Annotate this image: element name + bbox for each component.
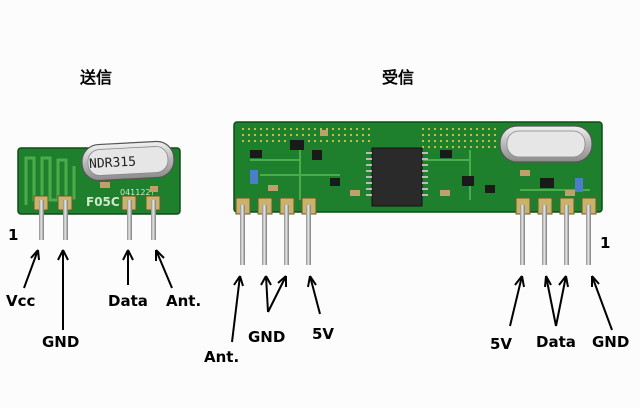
rx-pin-gnd-1	[262, 205, 267, 265]
tx-label-gnd: GND	[42, 333, 80, 351]
rx-pin-gnd-right	[586, 205, 591, 265]
arrow-rx-5v-right	[509, 275, 523, 327]
arrow-rx-ant	[231, 275, 241, 343]
arrow-tx-ant	[155, 249, 173, 289]
arrow-rx-gnd-1	[265, 275, 269, 313]
tx-date-label: 041122?	[120, 188, 155, 197]
rx-label-ant: Ant.	[204, 348, 240, 366]
rx-pin-ant	[240, 205, 245, 265]
callout-arrows	[23, 249, 613, 343]
tx-pin1-marker: 1	[8, 226, 19, 244]
tx-antenna-trace	[24, 156, 76, 205]
rx-label-gnd-right: GND	[592, 333, 630, 351]
rx-pin1-marker: 1	[600, 234, 611, 252]
tx-pin-data	[127, 200, 132, 240]
tx-label-ant: Ant.	[166, 292, 202, 310]
transmitter-title: 送信	[80, 68, 113, 87]
receiver-title: 受信	[382, 68, 415, 87]
tx-label-data: Data	[108, 292, 148, 310]
tx-crystal-label: NDR315	[89, 155, 137, 172]
rx-label-5v-right: 5V	[490, 335, 513, 353]
transmitter-module: NDR315 F05C 041122?	[17, 140, 181, 240]
rx-pin-gnd-2	[284, 205, 289, 265]
tx-pin-gnd	[63, 200, 68, 240]
arrow-rx-gnd-right	[591, 275, 613, 331]
tx-code-label: F05C	[86, 195, 120, 209]
rx-ic-chip	[366, 147, 428, 207]
arrow-rx-5v-left	[309, 275, 321, 315]
arrow-rx-gnd-2	[267, 275, 287, 313]
tx-pin-ant	[151, 200, 156, 240]
rx-pin-data-1	[542, 205, 547, 265]
rx-label-data: Data	[536, 333, 576, 351]
arrow-rx-data-1	[545, 275, 557, 327]
rx-pin-data-2	[564, 205, 569, 265]
tx-label-vcc: Vcc	[6, 292, 36, 310]
rx-pin-5v-left	[306, 205, 311, 265]
rx-crystal	[499, 125, 593, 163]
arrow-tx-vcc	[23, 249, 39, 289]
rx-label-gnd: GND	[248, 328, 286, 346]
tx-pin-vcc	[39, 200, 44, 240]
arrow-rx-data-2	[555, 275, 567, 327]
receiver-module	[233, 121, 603, 265]
tx-crystal	[81, 140, 175, 182]
rx-label-5v-left: 5V	[312, 325, 335, 343]
rx-pin-5v-right	[520, 205, 525, 265]
